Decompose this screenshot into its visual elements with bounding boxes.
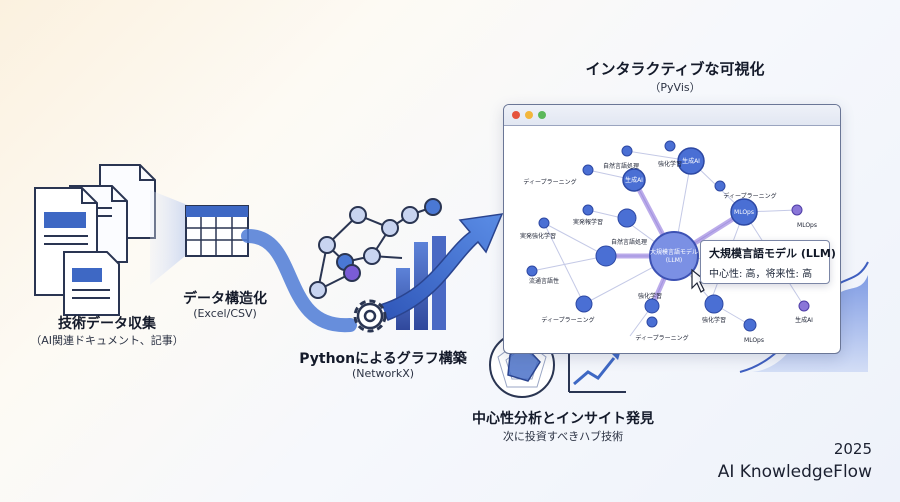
stage-collect-subtitle: （AI関連ドキュメント、記事） — [30, 334, 184, 347]
node-nlp-1[interactable] — [621, 145, 633, 157]
node-learn-2[interactable] — [538, 217, 550, 229]
stage-collect-title: 技術データ収集 — [58, 316, 156, 332]
node-flow[interactable] — [526, 265, 538, 277]
svg-text:強化学習: 強化学習 — [702, 316, 726, 324]
svg-text:ディープラーニング: ディープラーニング — [541, 316, 594, 324]
tooltip-detail: 中心性: 高，将来性: 高 — [709, 269, 813, 280]
footer-brand: AI KnowledgeFlow — [717, 462, 872, 482]
node-deep-4[interactable] — [646, 316, 658, 328]
node-mlops-1[interactable]: MLOps — [730, 198, 758, 226]
tooltip-title: 大規模言語モデル (LLM) — [709, 247, 836, 260]
svg-text:自然言語処理: 自然言語処理 — [603, 162, 639, 170]
node-mlops-3[interactable] — [743, 318, 757, 332]
svg-text:生成AI: 生成AI — [795, 316, 813, 324]
svg-text:MLOps: MLOps — [797, 222, 817, 229]
svg-text:ディープラーニング: ディープラーニング — [523, 178, 576, 186]
stage-graph-title: Pythonによるグラフ構築 — [299, 351, 467, 367]
node-rl-1[interactable] — [664, 140, 676, 152]
node-nlp-3[interactable] — [595, 245, 617, 267]
svg-text:生成AI: 生成AI — [682, 157, 700, 165]
svg-text:強化学習: 強化学習 — [638, 292, 662, 300]
documents-icon — [34, 164, 156, 316]
stage-structure-subtitle: (Excel/CSV) — [193, 307, 257, 320]
svg-text:(LLM): (LLM) — [666, 257, 683, 264]
minimize-dot-icon — [525, 111, 533, 119]
node-llm-label: 大規模言語モデル — [650, 248, 698, 256]
svg-text:自然言語処理: 自然言語処理 — [611, 238, 647, 246]
node-llm[interactable]: 大規模言語モデル (LLM) — [649, 231, 699, 281]
browser-window: 大規模言語モデル (LLM) 生成AI 生成AI MLOps MLOps MLO… — [503, 104, 841, 354]
svg-text:流通言語性: 流通言語性 — [529, 277, 559, 285]
spreadsheet-icon — [185, 205, 249, 257]
svg-text:ディープラーニング: ディープラーニング — [723, 192, 776, 200]
node-deep-3[interactable] — [575, 295, 593, 313]
node-genai-2[interactable]: 生成AI — [622, 168, 646, 192]
stage-insight-subtitle: 次に投資すべきハブ技術 — [502, 430, 624, 443]
node-learn-1[interactable] — [582, 204, 594, 216]
node-deep-2[interactable] — [714, 180, 726, 192]
stage-structure-title: データ構造化 — [183, 291, 267, 307]
svg-text:実発報学習: 実発報学習 — [573, 218, 603, 226]
progress-arrow-icon — [378, 213, 504, 321]
node-genai-1[interactable]: 生成AI — [677, 147, 705, 175]
svg-text:実発強化学習: 実発強化学習 — [520, 232, 556, 240]
footer-year: 2025 — [833, 440, 872, 458]
flow-ribbon — [241, 229, 357, 333]
svg-text:MLOps: MLOps — [744, 337, 764, 344]
svg-text:MLOps: MLOps — [734, 209, 754, 216]
stage-graph-subtitle: (NetworkX) — [351, 367, 415, 380]
maximize-dot-icon — [538, 111, 546, 119]
node-deep-1[interactable] — [582, 164, 594, 176]
svg-text:生成AI: 生成AI — [625, 176, 643, 184]
stage-visualize-title: インタラクティブな可視化 — [585, 60, 765, 78]
node-rl-3[interactable] — [704, 294, 724, 314]
stage-visualize-subtitle: （PyVis） — [649, 81, 701, 94]
network-graph: 大規模言語モデル (LLM) 生成AI 生成AI MLOps MLOps MLO… — [520, 140, 817, 344]
node-nlp-2[interactable] — [617, 208, 637, 228]
flow-funnel — [150, 190, 190, 285]
stage-insight-title: 中心性分析とインサイト発見 — [472, 411, 654, 427]
node-tooltip: 大規模言語モデル (LLM) 中心性: 高，将来性: 高 — [700, 240, 836, 284]
browser-title-bar — [504, 105, 840, 126]
svg-text:ディープラーニング: ディープラーニング — [635, 334, 688, 342]
node-rl-2[interactable] — [644, 298, 660, 314]
close-dot-icon — [512, 111, 520, 119]
graph-network-icon — [309, 198, 442, 299]
gear-icon — [353, 299, 387, 333]
node-genai-3[interactable] — [798, 300, 810, 312]
node-mlops-2[interactable] — [791, 204, 803, 216]
svg-text:強化学習: 強化学習 — [658, 160, 682, 168]
